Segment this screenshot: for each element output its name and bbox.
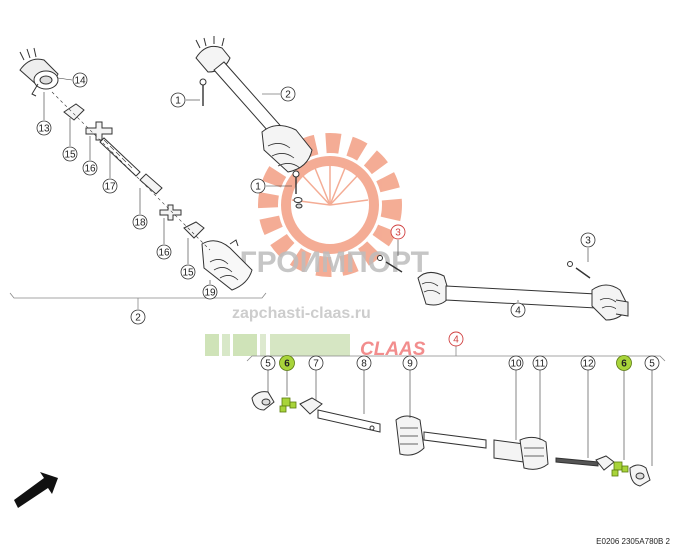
svg-text:3: 3 xyxy=(585,236,591,247)
callout-2-top: 2 xyxy=(280,86,296,102)
callout-19: 19 xyxy=(202,284,218,300)
callout-9: 9 xyxy=(402,355,418,371)
callout-1-top: 1 xyxy=(170,92,186,108)
svg-text:10: 10 xyxy=(510,359,522,370)
callout-13: 13 xyxy=(36,120,52,136)
bottom-exploded-row xyxy=(251,391,651,487)
svg-text:15: 15 xyxy=(64,150,76,161)
callout-6-right-highlight: 6 xyxy=(616,355,632,371)
callout-2-left-assembly: 2 xyxy=(130,309,146,325)
callout-12: 12 xyxy=(580,355,596,371)
svg-text:8: 8 xyxy=(361,359,367,370)
svg-text:3: 3 xyxy=(395,228,401,239)
callout-3-left-red: 3 xyxy=(390,224,406,240)
callout-5-left: 5 xyxy=(260,355,276,371)
callout-6-left-highlight: 6 xyxy=(279,355,295,371)
svg-text:11: 11 xyxy=(535,359,546,370)
callout-10: 10 xyxy=(508,355,524,371)
svg-text:14: 14 xyxy=(74,76,86,87)
callout-14: 14 xyxy=(72,72,88,88)
watermark-brand: АГРОИМПОРТ xyxy=(218,246,429,279)
leader-lines xyxy=(43,77,653,466)
direction-arrow-icon xyxy=(14,472,58,508)
callout-17: 17 xyxy=(102,178,118,194)
svg-text:2: 2 xyxy=(285,90,291,101)
watermark-claas-logo: CLAAS xyxy=(360,339,426,360)
svg-text:16: 16 xyxy=(84,164,96,175)
svg-text:19: 19 xyxy=(204,288,216,299)
svg-text:1: 1 xyxy=(255,182,261,193)
svg-text:5: 5 xyxy=(265,359,271,370)
svg-text:7: 7 xyxy=(313,359,319,370)
callout-3-right: 3 xyxy=(580,232,596,248)
svg-text:1: 1 xyxy=(175,96,181,107)
watermark-bars xyxy=(205,334,350,356)
svg-text:5: 5 xyxy=(649,359,655,370)
svg-text:12: 12 xyxy=(582,359,594,370)
watermark-site: zapchasti-claas.ru xyxy=(232,305,371,322)
callout-4-upper: 4 xyxy=(510,302,526,318)
svg-text:15: 15 xyxy=(182,268,194,279)
callout-15b: 15 xyxy=(180,264,196,280)
callout-15: 15 xyxy=(62,146,78,162)
callout-1-mid: 1 xyxy=(250,178,266,194)
watermark-gear xyxy=(258,133,402,277)
bracket-left-assembly xyxy=(9,292,267,309)
bracket-bottom-assembly xyxy=(246,346,666,362)
callout-16b: 16 xyxy=(156,244,172,260)
callout-8: 8 xyxy=(356,355,372,371)
svg-text:9: 9 xyxy=(407,359,413,370)
svg-text:6: 6 xyxy=(621,359,627,370)
callout-16: 16 xyxy=(82,160,98,176)
top-shaft-assembly xyxy=(195,36,313,209)
callout-7: 7 xyxy=(308,355,324,371)
svg-text:16: 16 xyxy=(158,248,170,259)
svg-text:4: 4 xyxy=(453,335,459,346)
callout-4-red: 4 xyxy=(448,331,464,347)
drawing-code: E0206 2305A780B 2 xyxy=(596,537,670,546)
svg-text:18: 18 xyxy=(134,218,146,229)
svg-text:4: 4 xyxy=(515,306,521,317)
svg-text:6: 6 xyxy=(284,359,290,370)
callout-18: 18 xyxy=(132,214,148,230)
callout-5-right: 5 xyxy=(644,355,660,371)
left-exploded-shaft xyxy=(19,47,253,291)
svg-text:17: 17 xyxy=(104,182,116,193)
right-shaft-assembly xyxy=(377,255,629,321)
svg-text:2: 2 xyxy=(135,313,141,324)
svg-text:13: 13 xyxy=(38,124,50,135)
callout-11: 11 xyxy=(532,355,548,371)
